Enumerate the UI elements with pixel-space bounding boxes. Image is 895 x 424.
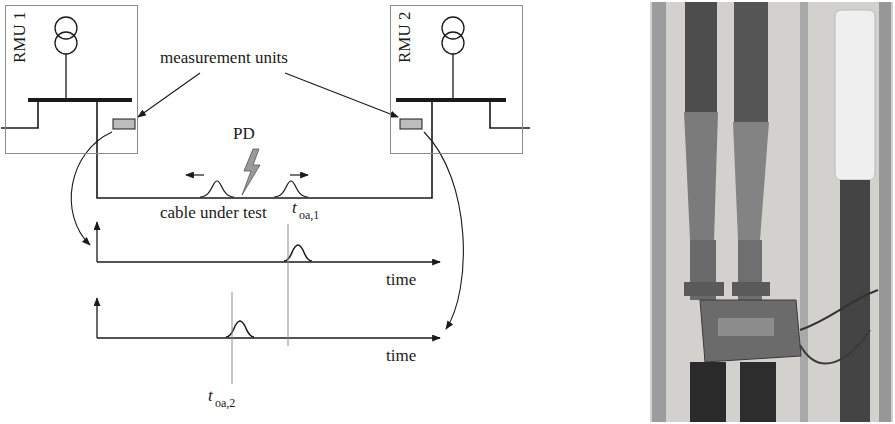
busbar (28, 98, 132, 102)
pulse-shape (226, 321, 254, 337)
signal-arrow (71, 132, 112, 245)
time-plot-two (97, 298, 440, 338)
installation-photo (650, 2, 893, 422)
time-plot-one (97, 222, 440, 262)
callout-label: measurement units (160, 48, 288, 68)
white-insulator (835, 10, 875, 180)
cable-clamp (732, 282, 770, 296)
cable-end (690, 362, 726, 422)
arrival-marker (232, 292, 233, 384)
sensor-box (700, 300, 801, 362)
measurement-unit (113, 119, 135, 129)
axis-line (97, 261, 440, 262)
branch-wire (1, 100, 38, 128)
cable-sheath (684, 112, 718, 240)
transformer-winding (442, 32, 464, 54)
cable-termination (734, 2, 768, 122)
cable-line (97, 154, 432, 198)
time-subscript: oa,1 (299, 209, 319, 223)
time-symbol: t (292, 198, 297, 218)
discharge-bolt (242, 149, 260, 195)
axis-label: time (386, 346, 416, 366)
rmu-box: RMU 1 (5, 5, 138, 154)
leader-arrow (138, 73, 200, 117)
edge-label: cable under test (158, 203, 269, 223)
cable-termination (685, 2, 717, 112)
cable-wire (96, 100, 98, 153)
rmu-two-circuit (396, 17, 530, 153)
cable-clamp (684, 282, 724, 296)
frame-strut (652, 2, 666, 422)
signal-arrows (71, 132, 463, 329)
sensor-plate (718, 318, 774, 336)
measurement-unit (400, 119, 422, 129)
travelling-pulses (186, 175, 308, 197)
signal-label: PD (233, 124, 255, 144)
frame-strut (879, 2, 891, 422)
sensor-wire (800, 290, 878, 330)
photo-ground (650, 2, 893, 422)
signal-arrow (424, 132, 463, 329)
arrival-marker (288, 224, 289, 346)
pulse-shape (200, 181, 234, 197)
feeder-wire (452, 54, 453, 100)
axis-line (97, 337, 440, 338)
frame-strut (800, 2, 808, 422)
pulse-shape (274, 181, 308, 197)
axis-line (96, 222, 97, 262)
transformer-winding (55, 32, 77, 54)
direction-arrow (290, 174, 308, 175)
cable-end (740, 362, 776, 422)
rmu-box: RMU 2 (390, 5, 523, 154)
time-symbol: t (208, 386, 213, 406)
cable-wire (431, 100, 433, 153)
leader-arrow (285, 73, 398, 117)
sensor-wire (800, 330, 870, 364)
unit-name: RMU 2 (395, 12, 415, 63)
feeder-wire (65, 54, 66, 100)
time-subscript: oa,2 (215, 397, 235, 411)
axis-label: time (386, 270, 416, 290)
direction-arrow (186, 174, 204, 175)
pointer-arrows (138, 73, 398, 117)
cable-sheath (733, 122, 769, 240)
branch-wire (490, 100, 530, 128)
axis-line (96, 298, 97, 338)
unit-name: RMU 1 (10, 12, 30, 63)
